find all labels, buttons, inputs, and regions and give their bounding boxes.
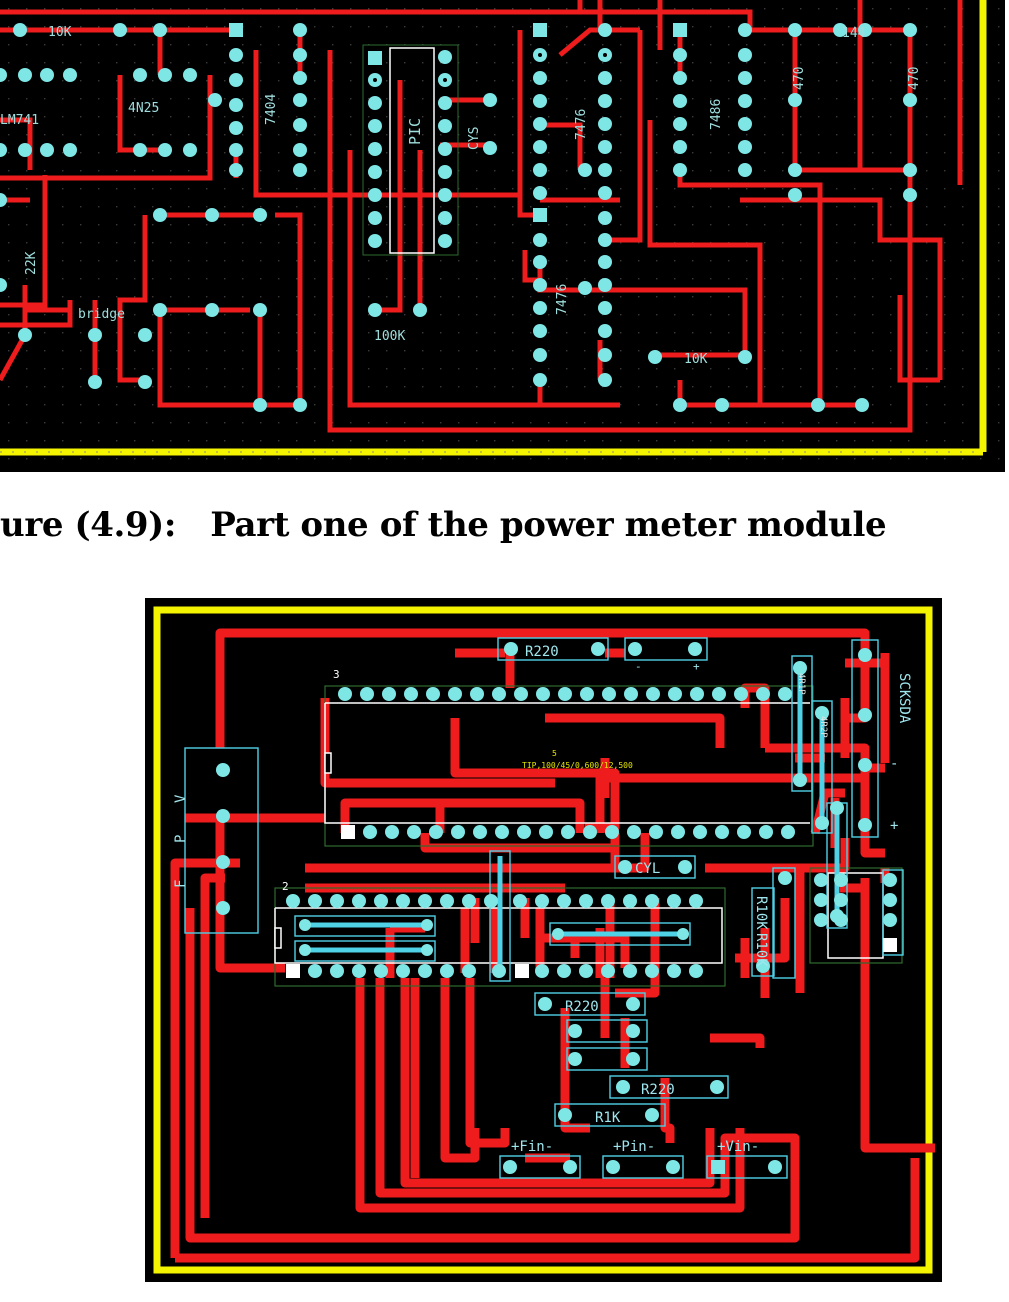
label-470-b: 470 bbox=[907, 67, 922, 90]
label-pin: +Pin- bbox=[613, 1139, 655, 1155]
label-r10k-a: R10K bbox=[753, 896, 769, 930]
label-7486: 7486 bbox=[709, 99, 724, 130]
label-tiny-b: 4R2P bbox=[818, 716, 828, 738]
board-outline bbox=[153, 606, 933, 1274]
label-tiny-a: 4R1P bbox=[796, 673, 806, 695]
label-144: 144 bbox=[842, 26, 866, 41]
copper-traces bbox=[0, 0, 963, 433]
label-cap-plus: + bbox=[693, 660, 700, 673]
label-side-f: F bbox=[173, 880, 189, 888]
ic-bodies bbox=[274, 702, 884, 964]
label-lm741: LM741 bbox=[0, 113, 39, 128]
pcb-part-one-drawing: 10K 4N25 LM741 7404 PIC CYS 7476 7486 47… bbox=[0, 0, 1005, 472]
label-10k-top: 10K bbox=[48, 25, 72, 40]
label-470-a: 470 bbox=[792, 67, 807, 90]
label-r1k: R1K bbox=[595, 1110, 621, 1126]
board-outline bbox=[0, 0, 987, 456]
copper-traces bbox=[170, 628, 935, 1263]
label-7476-a: 7476 bbox=[574, 109, 589, 140]
label-cyl: CYL bbox=[635, 861, 660, 877]
label-chip3: 3 bbox=[333, 668, 340, 681]
figure-caption: ure (4.9): Part one of the power meter m… bbox=[0, 505, 1009, 545]
component-outlines bbox=[362, 44, 459, 256]
label-side-v: V bbox=[173, 794, 189, 803]
caption-prefix: ure (4.9): bbox=[0, 505, 176, 545]
label-cap-minus: - bbox=[635, 660, 642, 673]
label-side-p: P bbox=[173, 835, 189, 843]
connector-outlines bbox=[184, 637, 904, 1179]
label-mid-5: 5 bbox=[552, 749, 557, 758]
label-mid-text: TIP,100/45/0,600/12,500 bbox=[522, 761, 633, 770]
label-4n25: 4N25 bbox=[128, 101, 159, 116]
label-fin: +Fin- bbox=[511, 1139, 553, 1155]
label-10k-bottom: 10K bbox=[684, 352, 708, 367]
pcb-layout-part-two: R220 - + SCK SDA - + F P V CYL R10K R10K… bbox=[145, 598, 942, 1282]
label-100k: 100K bbox=[374, 329, 405, 344]
label-r220-low: R220 bbox=[641, 1082, 675, 1098]
label-7476-b: 7476 bbox=[555, 284, 570, 315]
label-bridge: bridge bbox=[78, 307, 125, 322]
label-7404: 7404 bbox=[264, 94, 279, 125]
pads bbox=[216, 642, 897, 1174]
label-r220-top: R220 bbox=[525, 644, 559, 660]
label-cys: CYS bbox=[467, 127, 482, 150]
label-conn-plus: + bbox=[890, 818, 898, 834]
pcb-layout-part-one: 10K 4N25 LM741 7404 PIC CYS 7476 7486 47… bbox=[0, 0, 1005, 472]
label-vin: +Vin- bbox=[717, 1139, 759, 1155]
label-sda: SDA bbox=[896, 698, 912, 724]
label-chip2: 2 bbox=[282, 880, 289, 893]
label-r220-mid: R220 bbox=[565, 999, 599, 1015]
label-conn-minus: - bbox=[890, 756, 898, 772]
label-pic: PIC bbox=[406, 118, 424, 145]
caption-text: Part one of the power meter module bbox=[210, 505, 887, 545]
label-sck: SCK bbox=[896, 673, 912, 699]
pcb-part-two-drawing: R220 - + SCK SDA - + F P V CYL R10K R10K… bbox=[153, 606, 935, 1274]
label-r10k-b: R10K bbox=[753, 933, 769, 967]
label-22k: 22K bbox=[24, 251, 39, 275]
